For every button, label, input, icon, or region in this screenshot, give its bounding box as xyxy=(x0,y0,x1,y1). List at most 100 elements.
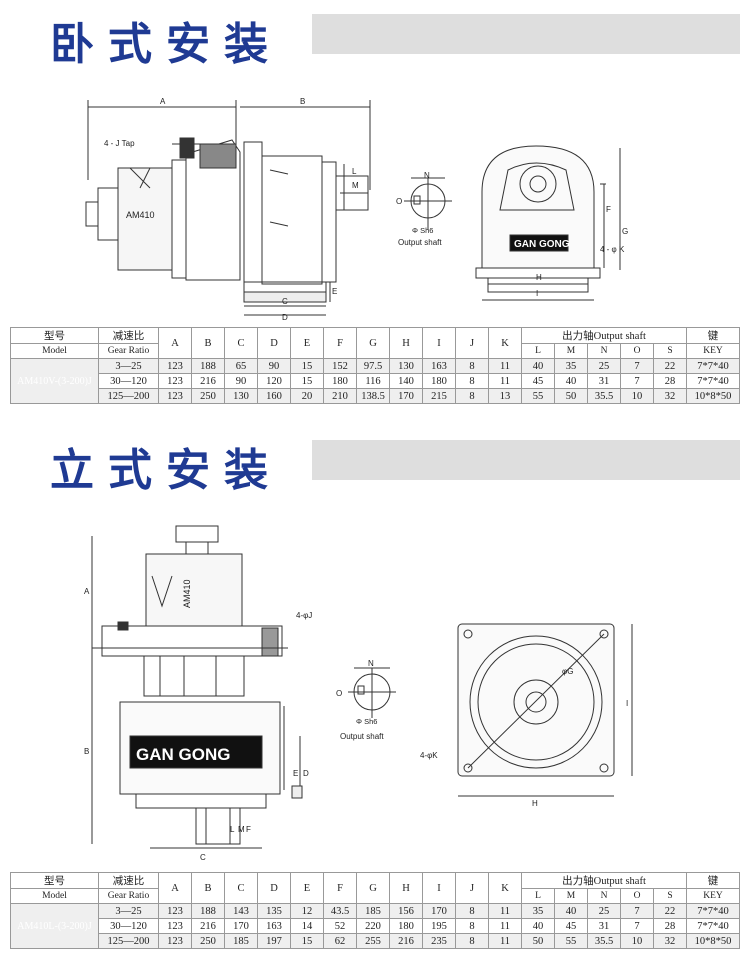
col-k: K xyxy=(488,872,522,904)
key-header-en: KEY xyxy=(686,343,741,359)
table-cell: 140 xyxy=(389,373,423,389)
col-f: F xyxy=(323,327,357,359)
table-cell: 45 xyxy=(554,918,588,934)
col-n: N xyxy=(587,343,621,359)
table-cell: 35.5 xyxy=(587,933,621,949)
motor-model-label: AM410 xyxy=(126,210,155,220)
col-c: C xyxy=(224,327,258,359)
table-cell: 156 xyxy=(389,903,423,919)
table-cell: 216 xyxy=(389,933,423,949)
table-cell: 180 xyxy=(389,918,423,934)
section-title-vertical: 立式安装 xyxy=(50,445,282,496)
table-cell: 116 xyxy=(356,373,390,389)
table-cell: 123 xyxy=(158,358,192,374)
output-shaft-header: 出力轴Output shaft xyxy=(520,872,688,889)
dim-b-label: B xyxy=(300,97,305,106)
table-cell: 138.5 xyxy=(356,388,390,404)
table-cell: 7*7*40 xyxy=(686,903,741,919)
table-cell: 7*7*40 xyxy=(686,918,741,934)
table-cell: 62 xyxy=(323,933,357,949)
dim-n-label: N xyxy=(368,659,374,668)
col-d: D xyxy=(257,327,291,359)
col-l: L xyxy=(521,888,555,904)
dim-f-label: F xyxy=(246,825,251,834)
table-cell: 216 xyxy=(191,373,225,389)
table-cell: 135 xyxy=(257,903,291,919)
key-header-en: KEY xyxy=(686,888,741,904)
table-cell: 28 xyxy=(652,373,688,389)
table-cell: 40 xyxy=(521,918,555,934)
table-cell: 7*7*40 xyxy=(686,358,741,374)
col-m: M xyxy=(554,888,588,904)
col-c: C xyxy=(224,872,258,904)
table-cell: 31 xyxy=(587,373,621,389)
col-m: M xyxy=(554,343,588,359)
dim-b-label: B xyxy=(84,747,89,756)
title-bar xyxy=(312,14,740,54)
table-cell: 28 xyxy=(652,918,688,934)
table-cell: 30—120 xyxy=(98,373,159,389)
table-cell: 8 xyxy=(455,388,489,404)
table-cell: 52 xyxy=(323,918,357,934)
table-cell: 10*8*50 xyxy=(686,933,741,949)
table-cell: 11 xyxy=(488,358,522,374)
table-cell: 197 xyxy=(257,933,291,949)
dim-h-label: H xyxy=(532,799,538,808)
table-cell: 15 xyxy=(290,358,324,374)
table-cell: 7 xyxy=(620,373,654,389)
table-cell: 35.5 xyxy=(587,388,621,404)
table-cell: 11 xyxy=(488,918,522,934)
table-cell: 7 xyxy=(620,903,654,919)
dim-c-label: C xyxy=(282,297,288,306)
table-cell: 188 xyxy=(191,903,225,919)
dim-n-label: N xyxy=(424,171,430,180)
table-cell: 13 xyxy=(488,388,522,404)
pcd-label: φG xyxy=(562,667,573,676)
table-cell: 180 xyxy=(422,373,456,389)
col-g: G xyxy=(356,872,390,904)
table-cell: 125—200 xyxy=(98,388,159,404)
tap-label: 4 - J Tap xyxy=(104,139,135,148)
shaft-fit-label: Φ Sh6 xyxy=(412,226,433,235)
table-cell: 255 xyxy=(356,933,390,949)
col-s: S xyxy=(652,888,688,904)
col-d: D xyxy=(257,872,291,904)
dim-e-label: E xyxy=(332,287,337,296)
table-cell: 185 xyxy=(356,903,390,919)
table-cell: 35 xyxy=(554,358,588,374)
dim-f-label: F xyxy=(606,205,611,214)
col-i: I xyxy=(422,327,456,359)
brand-plate: GAN GONG xyxy=(514,239,570,250)
table-cell: 7 xyxy=(620,918,654,934)
table-cell: 12 xyxy=(290,903,324,919)
col-o: O xyxy=(620,343,654,359)
spec-table-vertical: 型号 减速比 A B C D E F G H I J K 出力轴Output s… xyxy=(10,872,741,949)
col-b: B xyxy=(191,872,225,904)
table-cell: 210 xyxy=(323,388,357,404)
table-cell: 130 xyxy=(224,388,258,404)
table-cell: 90 xyxy=(224,373,258,389)
table-cell: 55 xyxy=(554,933,588,949)
table-cell: 32 xyxy=(652,933,688,949)
table-cell: 8 xyxy=(455,373,489,389)
section-header-vertical: 立式安装 xyxy=(0,426,750,496)
table-cell: 11 xyxy=(488,903,522,919)
table-cell: 45 xyxy=(521,373,555,389)
model-header: 型号 xyxy=(10,327,99,344)
table-cell: 31 xyxy=(587,918,621,934)
table-cell: 40 xyxy=(554,903,588,919)
table-cell: 14 xyxy=(290,918,324,934)
table-cell: 10*8*50 xyxy=(686,388,741,404)
motor-model-label: AM410 xyxy=(182,579,192,608)
table-cell: 235 xyxy=(422,933,456,949)
table-cell: 3—25 xyxy=(98,358,159,374)
table-cell: 160 xyxy=(257,388,291,404)
table-cell: 22 xyxy=(652,358,688,374)
table-cell: 123 xyxy=(158,903,192,919)
model-cell: AM410V-(3-200)J xyxy=(10,358,99,404)
table-cell: 8 xyxy=(455,918,489,934)
